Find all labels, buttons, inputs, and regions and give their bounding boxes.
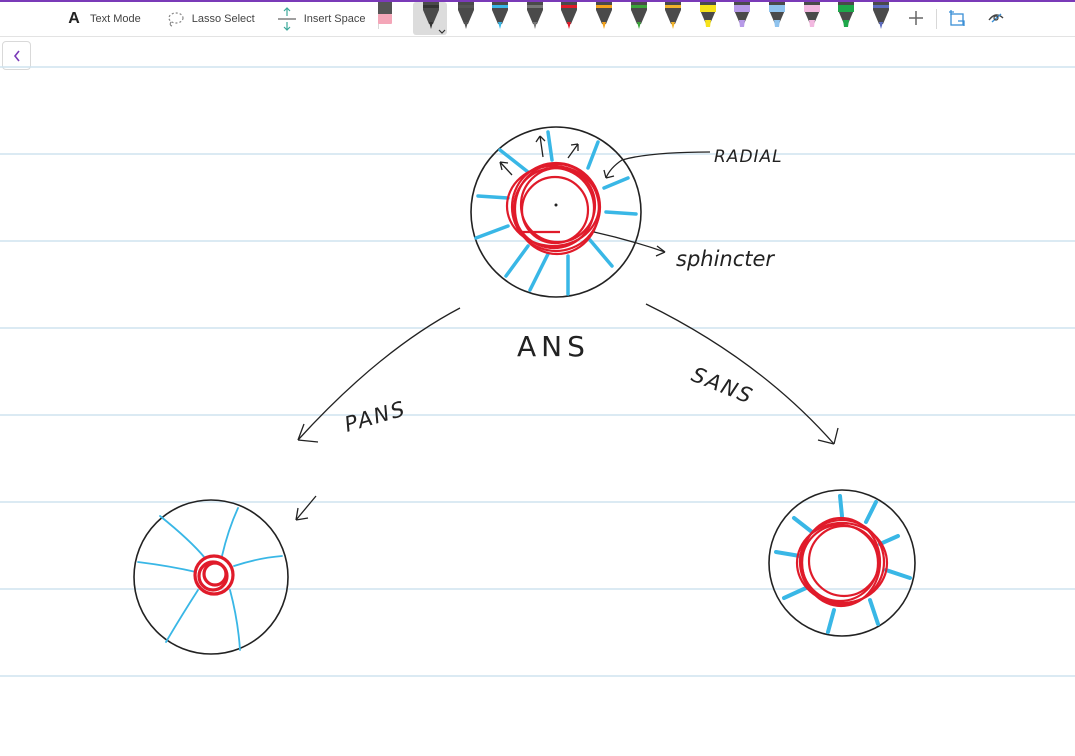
pen-icon <box>734 2 751 27</box>
pen-icon <box>492 2 509 29</box>
sphincter-label: sphincter <box>676 247 775 271</box>
black-pen[interactable] <box>420 2 446 37</box>
ruled-lines <box>0 66 1075 677</box>
text-mode-label: Text Mode <box>90 13 141 25</box>
note-canvas[interactable]: RADIAL sphincter ANS PANS SANS <box>0 38 1075 756</box>
ans-label: ANS <box>517 330 590 363</box>
accent-bar <box>0 0 1075 2</box>
pen-icon <box>526 2 543 29</box>
add-pen-button[interactable] <box>907 9 925 32</box>
yellow-highlighter[interactable] <box>697 2 719 37</box>
galaxy-pen[interactable] <box>870 2 892 37</box>
pen-icon <box>699 2 716 27</box>
ink-replay-icon <box>988 13 1004 23</box>
pen-icon <box>872 2 889 29</box>
ink-replay-button[interactable] <box>987 9 1005 32</box>
ink-to-shape-button[interactable] <box>948 9 966 32</box>
pen-icon <box>630 2 647 29</box>
pen-icon <box>561 2 578 29</box>
green-pen[interactable] <box>628 2 650 37</box>
pen-icon <box>457 2 474 29</box>
blue-highlighter[interactable] <box>766 2 788 37</box>
lasso-select-button[interactable]: Lasso Select <box>167 2 255 37</box>
ink-to-shape-icon <box>949 10 965 26</box>
pen-icon <box>423 2 439 29</box>
toolbar-divider <box>936 9 937 29</box>
pen-icon <box>803 2 820 27</box>
ans-pupil-drawing <box>470 126 711 298</box>
insert-space-label: Insert Space <box>303 13 366 25</box>
purple-highlighter[interactable] <box>731 2 753 37</box>
radial-label: RADIAL <box>714 147 783 167</box>
sans-label: SANS <box>688 362 757 409</box>
insert-space-icon <box>277 7 297 31</box>
pen-icon <box>596 2 612 29</box>
green-highlighter[interactable] <box>835 2 857 37</box>
lasso-select-label: Lasso Select <box>191 13 255 25</box>
chevron-left-icon <box>13 50 20 61</box>
amber-pen[interactable] <box>662 2 684 37</box>
back-button[interactable] <box>2 41 31 70</box>
pen-icon <box>838 2 855 27</box>
red-pen[interactable] <box>558 2 580 37</box>
pans-pupil-drawing <box>133 499 289 655</box>
text-mode-icon: A <box>68 10 80 27</box>
plus-icon <box>909 11 923 25</box>
grey-pen[interactable] <box>455 2 477 37</box>
text-mode-button[interactable]: A Text Mode <box>67 2 141 37</box>
branch-arrows <box>295 303 839 521</box>
pans-label: PANS <box>342 396 409 436</box>
pen-tray <box>370 2 1010 37</box>
eraser-icon <box>378 2 392 24</box>
pen-icon <box>665 2 682 29</box>
chevron-down-icon <box>438 29 446 34</box>
insert-space-button[interactable]: Insert Space <box>277 2 366 37</box>
pink-highlighter[interactable] <box>801 2 823 37</box>
sans-pupil-drawing <box>768 489 916 637</box>
pen-icon <box>769 2 785 27</box>
orange-pen[interactable] <box>593 2 615 37</box>
lasso-icon <box>167 11 185 27</box>
eraser-tool[interactable] <box>376 2 394 33</box>
dark-grey-pen[interactable] <box>524 2 546 37</box>
light-blue-pen[interactable] <box>489 2 511 37</box>
